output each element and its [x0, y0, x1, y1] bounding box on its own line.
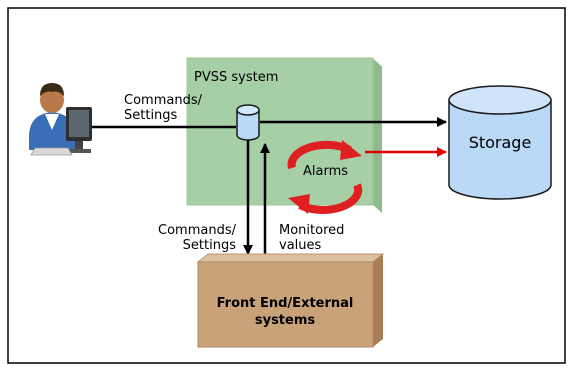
storage-cylinder: [448, 85, 552, 200]
user-computer-icon: [29, 83, 92, 156]
monitored-values-label-line1: Monitored: [279, 223, 344, 238]
commands-settings-bottom-label-line2: Settings: [183, 238, 237, 253]
commands-settings-top-label-line2: Settings: [124, 108, 178, 123]
frontend-external-box: [196, 253, 385, 348]
storage-label: Storage: [469, 133, 532, 152]
alarms-label: Alarms: [303, 164, 348, 179]
monitored-values-label-line2: values: [279, 238, 322, 253]
frontend-label-line1: Front End/External: [217, 296, 354, 311]
pvss-database-icon: [236, 104, 260, 141]
frontend-label-line2: systems: [255, 313, 316, 328]
alarms-cycle-icon: [287, 140, 363, 214]
commands-settings-bottom-label-line1: Commands/: [158, 223, 237, 238]
pvss-system-label: PVSS system: [194, 70, 278, 85]
pvss-system-box: [185, 57, 384, 213]
commands-settings-top-label-line1: Commands/: [124, 93, 203, 108]
